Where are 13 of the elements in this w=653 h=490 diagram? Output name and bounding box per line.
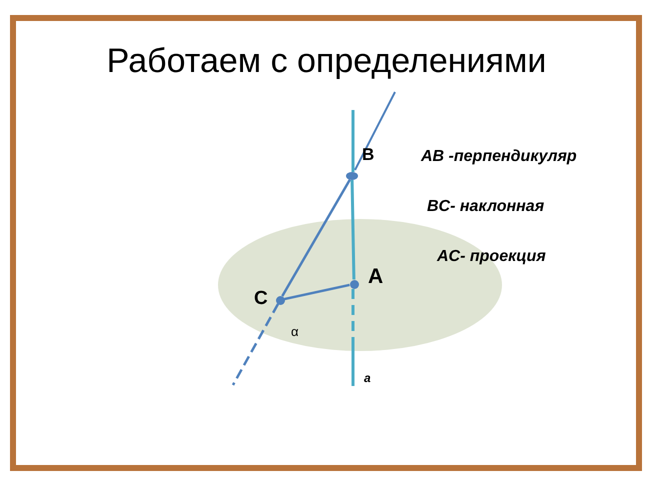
point-label: B bbox=[362, 145, 374, 165]
definition-text: AB -перпендикуляр bbox=[421, 148, 577, 166]
plane-label: α bbox=[291, 324, 299, 339]
line-segment bbox=[284, 284, 350, 300]
definition-text: BC- наклонная bbox=[427, 198, 544, 216]
point-dot bbox=[346, 172, 358, 180]
line-segment bbox=[281, 179, 351, 297]
slide-title: Работаем с определениями bbox=[106, 42, 548, 81]
point-label: A bbox=[368, 265, 384, 289]
point-label: C bbox=[254, 288, 268, 310]
line-label: a bbox=[364, 371, 371, 385]
definition-text: AC- проекция bbox=[437, 248, 546, 266]
line-segment bbox=[350, 180, 356, 280]
